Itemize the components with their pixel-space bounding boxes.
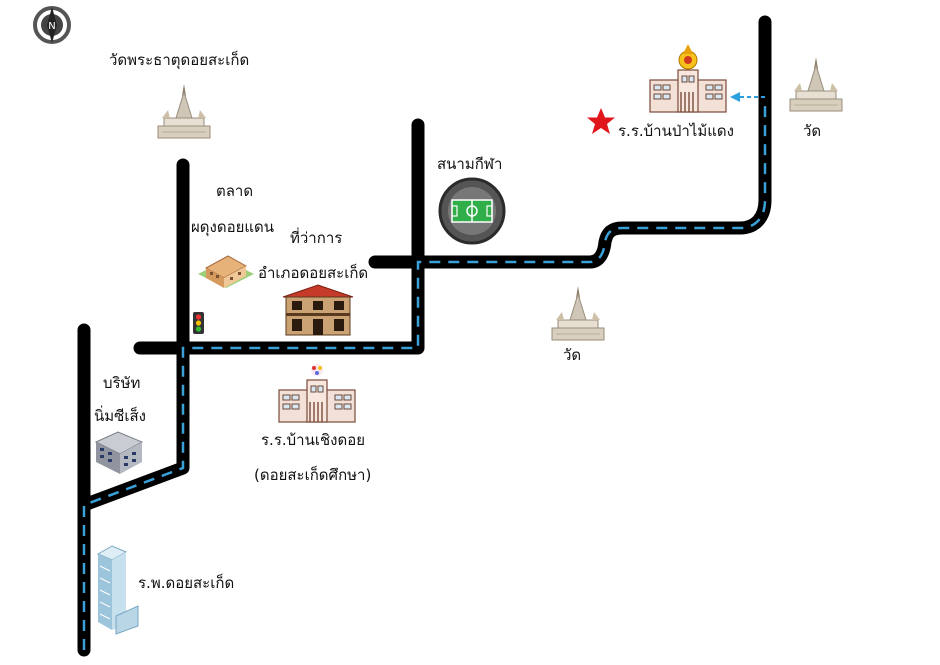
hospital-building-icon [96,545,139,635]
stadium-icon [438,177,506,245]
label-market-line2: ผดุงดอยแดน [191,218,275,236]
school-emblem-icon [311,364,323,376]
compass-letter: N [48,21,55,32]
school-icon [278,364,356,423]
compass-icon: N [33,6,71,44]
label-school-choeng-doi-line1: ร.ร.บ้านเชิงดอย [261,431,366,449]
label-company-line2: นิ่มซีเส็ง [94,407,146,425]
road-network [77,15,772,657]
temple-icon [789,56,843,112]
label-school-ban-pa-mai-daeng: ร.ร.บ้านป่าไม้แดง [618,122,734,140]
label-temple-phra-that: วัดพระธาตุดอยสะเก็ด [109,51,250,69]
district-office-icon [282,284,354,336]
market-building-icon [198,255,254,288]
label-district-office-line2: อำเภอดอยสะเก็ด [258,264,369,282]
company-building-icon [94,431,144,474]
label-market-line1: ตลาด [216,182,254,200]
arrow-icon [730,92,765,102]
label-temple-middle: วัด [563,346,582,364]
label-hospital: ร.พ.ดอยสะเก็ด [138,574,235,592]
temple-icon [157,83,211,139]
traffic-light-icon [193,312,204,334]
temple-icon [551,285,605,341]
star-icon [587,108,615,134]
school-emblem-icon [678,44,698,70]
label-temple-right: วัด [803,122,822,140]
label-district-office-line1: ที่ว่าการ [290,229,343,247]
label-stadium: สนามกีฬา [437,155,503,173]
route-dashes [82,100,767,650]
label-company-line1: บริษัท [103,374,141,392]
label-school-choeng-doi-line2: (ดอยสะเก็ดศึกษา) [254,466,372,484]
school-icon [649,44,727,113]
